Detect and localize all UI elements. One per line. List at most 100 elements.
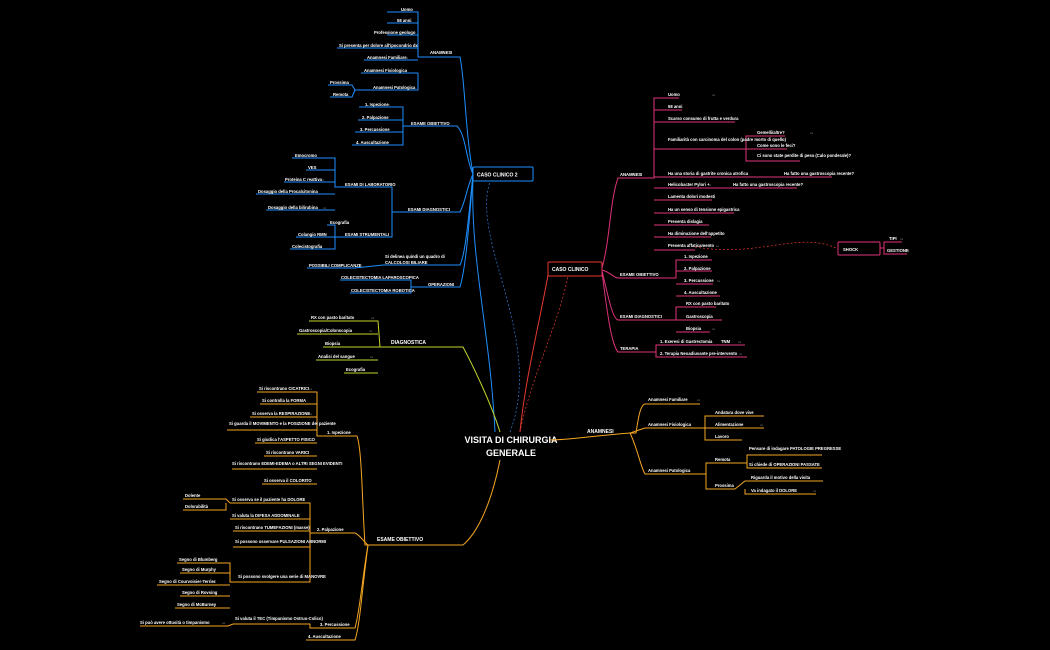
c2-strum-item[interactable]: Colecistografia — [292, 244, 323, 249]
remota-item[interactable]: Pensare di indagare PATOLOGIE PREGRESSE — [749, 446, 841, 451]
caso-anamnesi-item[interactable]: Presenta dislagia — [668, 219, 703, 224]
note-icon[interactable]: ▭ — [712, 93, 716, 97]
c2-strum-item[interactable]: Ecografia — [330, 220, 350, 225]
familiarita-question[interactable]: Gemelli/altre? — [757, 130, 785, 135]
fisiologica-item[interactable]: Lavoro — [715, 434, 729, 439]
c2-operazione-item[interactable]: COLECISTECTOMIA LAPAROSCOPICA — [341, 275, 419, 280]
c2-esame-item[interactable]: 4. Auscultazione — [356, 140, 390, 145]
c2-anamnesi-item[interactable]: Anamnesi Patologica — [373, 85, 416, 90]
palpazione-item[interactable]: Si riscontrano TUMEFAZIONI (masse) — [235, 525, 310, 530]
c2-lab-item[interactable]: Proteina C reattiva — [285, 177, 323, 182]
c2-esame-item[interactable]: 3. Percussione — [360, 127, 390, 132]
caso-anamnesi-item[interactable]: Lamenta dolori modesti — [668, 194, 715, 199]
note-icon[interactable]: ▭ — [405, 56, 409, 60]
palpazione-item[interactable]: Si possono osservare PULSAZIONI ABNORMI — [235, 539, 326, 544]
diagnostica-item[interactable]: Biopsia — [325, 341, 341, 346]
note-icon[interactable]: ▭ — [712, 327, 716, 331]
note-icon[interactable]: ▭ — [810, 131, 814, 135]
note-icon[interactable]: ▭ — [371, 316, 375, 320]
manovra-item[interactable]: Segno di Blumberg — [179, 557, 218, 562]
c2-anamnesi-pat-child[interactable]: Remota — [333, 92, 349, 97]
c2-lab-item[interactable]: Dosaggio della bilirubina — [268, 205, 318, 210]
note-icon[interactable]: ▭ — [738, 340, 742, 344]
note-icon[interactable]: ▭ — [760, 423, 764, 427]
root-topic[interactable]: VISITA DI CHIRURGIA GENERALE — [464, 435, 558, 458]
note-icon[interactable]: ▭ — [213, 558, 217, 562]
note-icon[interactable]: ▭ — [321, 178, 325, 182]
caso-anamnesi-item[interactable]: Presenta affaticamento — [668, 243, 715, 248]
note-icon[interactable]: ▭ — [213, 580, 217, 584]
c2-operazione-item[interactable]: COLECISTECTOMIA ROBOTICA — [351, 288, 415, 293]
note-icon[interactable]: ▭ — [900, 237, 904, 241]
note-icon[interactable]: ▭ — [309, 438, 313, 442]
ispezione-item[interactable]: Si riscontrano EDEMI-EDEMA o ALTRI SEGNI… — [232, 461, 342, 466]
manovra-item[interactable]: Segno di Murphy — [182, 567, 217, 572]
pat-remota[interactable]: Remota — [715, 457, 731, 462]
caso-anamnesi-label[interactable]: ANAMNESI — [620, 172, 642, 177]
familiarita-question[interactable]: Ci sono state perdite di peso (Calo pond… — [757, 153, 851, 158]
note-icon[interactable]: ▭ — [708, 183, 712, 187]
note-icon[interactable]: ▭ — [369, 329, 373, 333]
note-icon[interactable]: ▭ — [739, 352, 743, 356]
percussione-note[interactable]: Si può avere ottusità o timpanismo — [140, 620, 210, 625]
ispezione-item[interactable]: Si controlla la FORMA — [262, 398, 306, 403]
note-icon[interactable]: ▭ — [222, 621, 226, 625]
familiarita-question[interactable]: Come sono le feci? — [757, 143, 796, 148]
c2-esame-item[interactable]: 1. Ispezione — [365, 102, 389, 107]
caso-diagnostici-item[interactable]: RX con pasto baritato — [686, 301, 730, 306]
terapia-item[interactable]: 1. Exeresi di Gastrectomia — [660, 339, 713, 344]
caso-anamnesi-item[interactable]: Uomo — [668, 92, 680, 97]
note-icon[interactable]: ▭ — [717, 279, 721, 283]
note-icon[interactable]: ▭ — [387, 103, 391, 107]
note-icon[interactable]: ▭ — [370, 355, 374, 359]
palpazione-item[interactable]: Si possono svolgere una serie di MANOVRE — [238, 574, 326, 579]
caso-esame-item[interactable]: 1. Ispezione — [684, 254, 708, 259]
note-icon[interactable]: ▭ — [213, 603, 217, 607]
terapia-item[interactable]: 2. Terapia Neoadiuvante pre-intervento — [660, 351, 738, 356]
note-icon[interactable]: ▭ — [403, 8, 407, 12]
caso-esame-item[interactable]: 4. Auscultazione — [684, 290, 718, 295]
c2-calcoli-line1[interactable]: Si delinea quindi un quadro di — [385, 254, 445, 259]
caso-anamnesi-item[interactable]: Scarso consumo di frutta e verdura — [668, 116, 739, 121]
c2-lab-item[interactable]: Dosaggio della Procalcitonina — [258, 189, 318, 194]
c2-lab-item[interactable]: VES — [308, 165, 317, 170]
caso-terapia-label[interactable]: TERAPIA — [620, 346, 638, 351]
caso-esame-item[interactable]: 2. Palpazione — [684, 266, 711, 271]
manovra-item[interactable]: Segno di Rovsing — [182, 590, 218, 595]
c2-anamnesi-pat-child[interactable]: Prossima — [330, 80, 350, 85]
caso-anamnesi-item[interactable]: Ha diminuzione dell'appetito — [668, 231, 725, 236]
prossima-item[interactable]: Riguarda il motivo della visita — [751, 475, 811, 480]
dolore-child[interactable]: Dolente — [185, 493, 201, 498]
note-icon[interactable]: ▭ — [813, 154, 817, 158]
caso-clinico-title[interactable]: CASO CLINICO — [552, 267, 589, 273]
note-icon[interactable]: ▭ — [813, 489, 817, 493]
pat-prossima[interactable]: Prossima — [715, 483, 735, 488]
ispezione-item[interactable]: Si osserva il COLORITO — [264, 478, 312, 483]
anamnesi-patologica[interactable]: Anamnesi Patologica — [648, 468, 691, 473]
ispezione-item[interactable]: Si riscontrano VARICI — [266, 450, 309, 455]
note-icon[interactable]: ▭ — [309, 387, 313, 391]
c2-lab-item[interactable]: Emocromo — [295, 153, 317, 158]
c2-anamnesi-item[interactable]: Uomo — [401, 7, 413, 12]
caso-anamnesi-item[interactable]: Familiarità con carcinoma del colon (pad… — [668, 137, 787, 142]
anamnesi-fisiologica[interactable]: Anamnesi Fisiologica — [648, 422, 692, 427]
percussione-item[interactable]: Si valuta il TEC (Timpanismo Ostruo-Coli… — [235, 616, 323, 621]
diagnostica-item[interactable]: Gastroscopia/Colonscopia — [299, 328, 353, 333]
caso-diagnostici-item[interactable]: Biopsia — [686, 326, 702, 331]
auscultazione-label[interactable]: 4. Auscultazione — [308, 634, 342, 639]
prossima-item[interactable]: Va indagato il DOLORE — [751, 488, 797, 493]
manovra-item[interactable]: Segno di McBurney — [177, 602, 217, 607]
hp-question[interactable]: Ha fatto una gastroscopia recente? — [733, 182, 803, 187]
esame-obiettivo-label[interactable]: ESAME OBIETTIVO — [377, 537, 423, 543]
c2-esame-label[interactable]: ESAME OBIETTIVO — [411, 121, 450, 126]
c2-anamnesi-item[interactable]: 58 anni — [397, 18, 411, 23]
c2-esame-item[interactable]: 2. Palpazione — [362, 115, 389, 120]
caso-esame-item[interactable]: 3. Percussione — [684, 278, 714, 283]
anamnesi-right-label[interactable]: ANAMNESI — [587, 429, 614, 435]
caso-anamnesi-item[interactable]: Helicobacter Pylori + — [668, 182, 710, 187]
note-icon[interactable]: ▭ — [409, 44, 413, 48]
diagnostica-item[interactable]: Analisi del sangue — [318, 354, 355, 359]
shock-label[interactable]: SHOCK — [843, 247, 858, 252]
percussione-label[interactable]: 3. Percussione — [320, 622, 350, 627]
note-icon[interactable]: ▭ — [385, 116, 389, 120]
